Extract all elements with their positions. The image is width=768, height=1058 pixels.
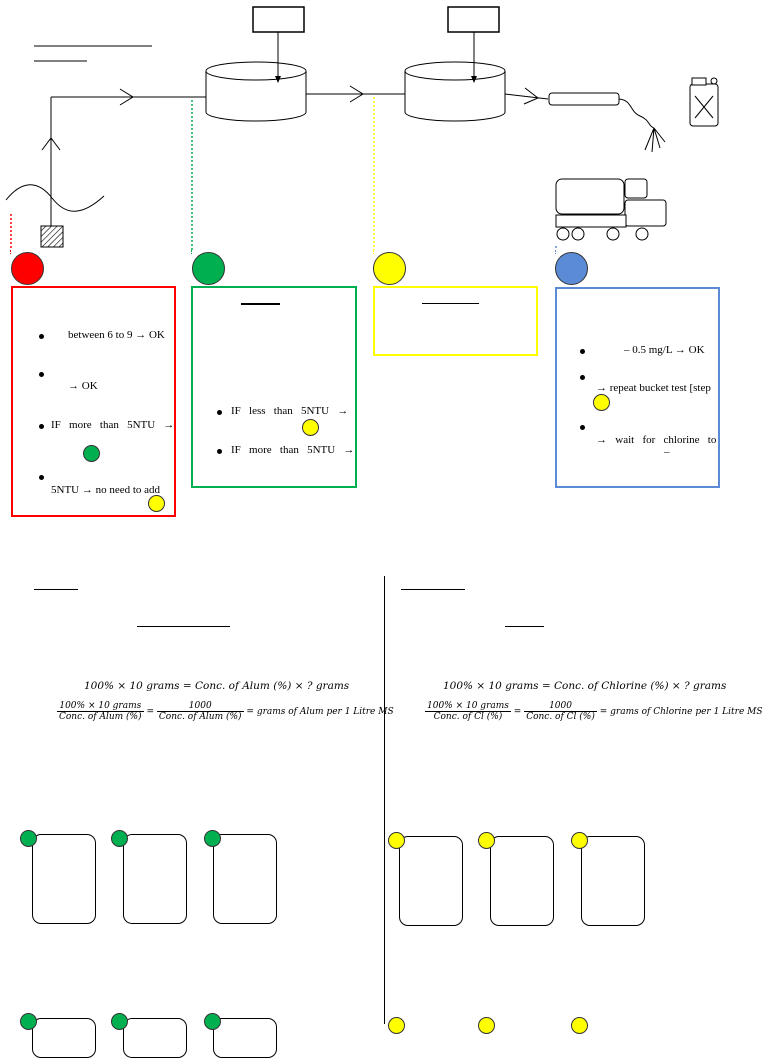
card-dot-green [204,830,221,847]
step-circle-red [11,252,44,285]
alum-card-6 [213,1018,277,1058]
hose-icon [548,92,666,153]
dosing-box-1 [252,6,305,33]
step-circle-blue [555,252,588,285]
step-circle-green [192,252,225,285]
flow-arrow-right-3 [523,87,539,105]
alum-card-2 [123,834,187,924]
mini-circle-yellow [302,419,319,436]
leader-red-end [10,250,11,254]
alum-frac1-den: Conc. of Alum (%) [59,712,142,722]
alum-heading-line [34,589,78,590]
green-info-box: IF less than 5NTU → IF more than 5NTU → [191,286,357,488]
card-dot-yellow [388,1017,405,1034]
mini-circle-yellow [148,495,165,512]
alum-card-5 [123,1018,187,1058]
leader-yellow-end [373,250,374,254]
chlorine-result: = grams of Chlorine per 1 Litre MS [599,707,763,717]
chlorine-formula-line1: 100% × 10 grams = Conc. of Chlorine (%) … [443,680,727,692]
card-dot-green [204,1013,221,1030]
green-title-line [241,303,280,305]
chlorine-card-1 [399,836,463,926]
chlorine-frac1-den: Conc. of Cl (%) [433,712,503,722]
chlorine-subheading-line [505,626,544,627]
alum-card-3 [213,834,277,924]
tank-icon [205,61,307,122]
alum-subheading-line [137,626,230,627]
blue-info-box: – 0.5 mg/L → OK → repeat bucket test [st… [555,287,720,488]
dosing-box-2 [447,6,500,33]
blue-item-2: → repeat bucket test [step [596,382,711,394]
jerrycan-icon [689,77,719,127]
mini-circle-yellow [593,394,610,411]
alum-frac1-num: 100% × 10 grams [57,701,144,712]
tank-icon [404,61,506,122]
pump-icon [40,225,64,248]
yellow-info-box [373,286,538,356]
alum-equals: = [146,707,155,717]
mini-circle-green [83,445,100,462]
card-dot-yellow [388,832,405,849]
step-circle-yellow [373,252,406,285]
truck-icon [555,178,667,241]
alum-card-4 [32,1018,96,1058]
blue-item-dash: – [664,446,670,458]
chlorine-frac2-num: 1000 [524,701,597,712]
red-item-4: 5NTU → no need to add [51,484,161,496]
card-dot-green [20,830,37,847]
card-dot-yellow [478,832,495,849]
card-dot-green [20,1013,37,1030]
wave-icon [5,184,105,212]
card-dot-yellow [571,832,588,849]
flow-arrow-right-2 [349,85,364,103]
blue-item-1: – 0.5 mg/L → OK [624,344,705,356]
card-dot-yellow [571,1017,588,1034]
chlorine-card-3 [581,836,645,926]
flow-arrow-right-1 [119,88,134,106]
chlorine-equals: = [513,707,522,717]
chlorine-heading-line [401,589,465,590]
yellow-title-line [422,303,479,304]
red-item-3: IF more than 5NTU → [51,419,175,431]
alum-frac2-den: Conc. of Alum (%) [158,712,242,722]
card-dot-green [111,1013,128,1030]
chlorine-frac1-num: 100% × 10 grams [425,701,511,712]
flow-arrow-up [41,137,61,151]
alum-frac2-num: 1000 [156,701,244,712]
panel-divider [384,576,385,1024]
red-item-2: → OK [68,380,98,392]
card-dot-yellow [478,1017,495,1034]
alum-card-1 [32,834,96,924]
green-item-2: IF more than 5NTU → [231,444,355,456]
red-item-1: between 6 to 9 → OK [68,329,165,341]
alum-formula-line1: 100% × 10 grams = Conc. of Alum (%) × ? … [84,680,350,692]
chlorine-card-2 [490,836,554,926]
chlorine-frac2-den: Conc. of Cl (%) [526,712,595,722]
leader-green-end [191,250,192,254]
blue-item-3: → wait for chlorine to [596,434,717,446]
card-dot-green [111,830,128,847]
alum-result: = grams of Alum per 1 Litre MS [246,707,394,717]
leader-blue-end [555,250,556,254]
red-info-box: between 6 to 9 → OK → OK IF more than 5N… [11,286,176,517]
green-item-1: IF less than 5NTU → [231,405,349,417]
process-diagram [5,6,719,250]
